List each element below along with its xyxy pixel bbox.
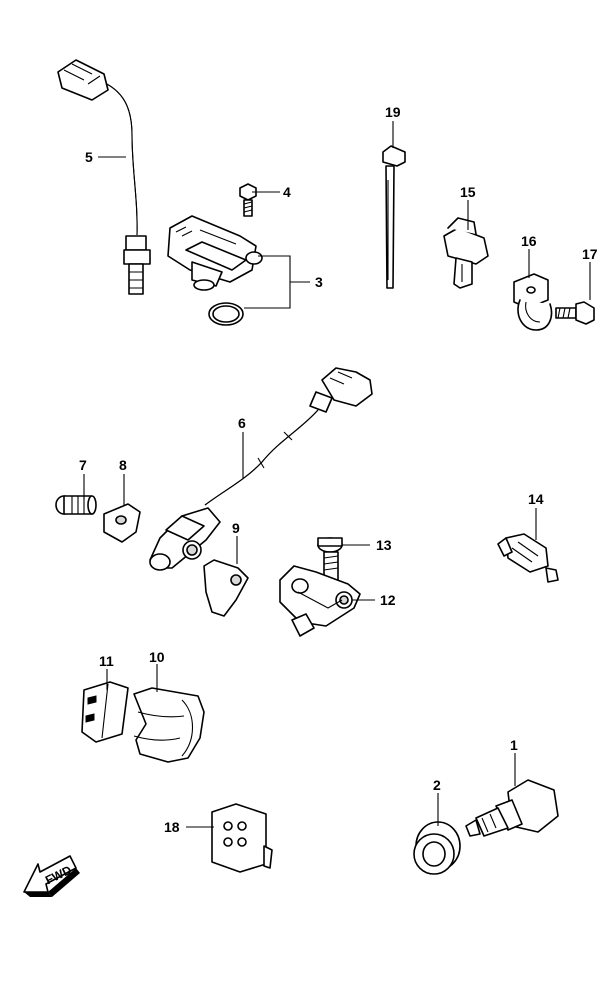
fwd-arrow-icon: FWD <box>23 855 80 897</box>
leader-lines <box>83 121 591 828</box>
callout-18: 18 <box>164 819 180 835</box>
part-18-mount <box>211 803 273 873</box>
callout-19: 19 <box>385 104 401 120</box>
part-5-sensor-cable <box>57 59 151 295</box>
callout-13: 13 <box>376 537 392 553</box>
callout-14: 14 <box>528 491 544 507</box>
part-11-grommet <box>81 681 129 743</box>
callout-12: 12 <box>380 592 396 608</box>
part-12-sensor <box>279 565 361 637</box>
callout-1: 1 <box>510 737 518 753</box>
part-4-bolt <box>239 183 257 217</box>
callout-17: 17 <box>582 246 598 262</box>
callout-2: 2 <box>433 777 441 793</box>
callout-5: 5 <box>85 149 93 165</box>
part-14-sensor <box>497 533 559 583</box>
part-6-sensor-harness <box>149 367 373 571</box>
callout-15: 15 <box>460 184 476 200</box>
part-16-bracket <box>513 273 553 331</box>
part-1-sensor <box>465 779 559 837</box>
part-3-sensor <box>167 215 263 326</box>
callout-9: 9 <box>232 520 240 536</box>
part-10-sleeve <box>133 687 205 763</box>
part-8-bracket <box>103 503 141 543</box>
leader-line-3 <box>244 255 310 309</box>
callout-16: 16 <box>521 233 537 249</box>
part-2-grommet <box>413 821 461 875</box>
callout-11: 11 <box>99 653 114 669</box>
callout-7: 7 <box>79 457 87 473</box>
callout-10: 10 <box>149 649 165 665</box>
part-19-cable-tie <box>382 145 406 289</box>
callout-3: 3 <box>315 274 323 290</box>
callout-6: 6 <box>238 415 246 431</box>
callout-8: 8 <box>119 457 127 473</box>
callout-4: 4 <box>283 184 291 200</box>
part-7-bolt <box>55 495 97 515</box>
part-15-clip <box>443 217 489 289</box>
part-9-bracket <box>203 559 249 617</box>
callout-numbers: 5 4 3 19 15 16 17 6 7 8 9 13 12 14 11 10… <box>79 104 598 835</box>
part-17-bolt <box>555 301 595 325</box>
